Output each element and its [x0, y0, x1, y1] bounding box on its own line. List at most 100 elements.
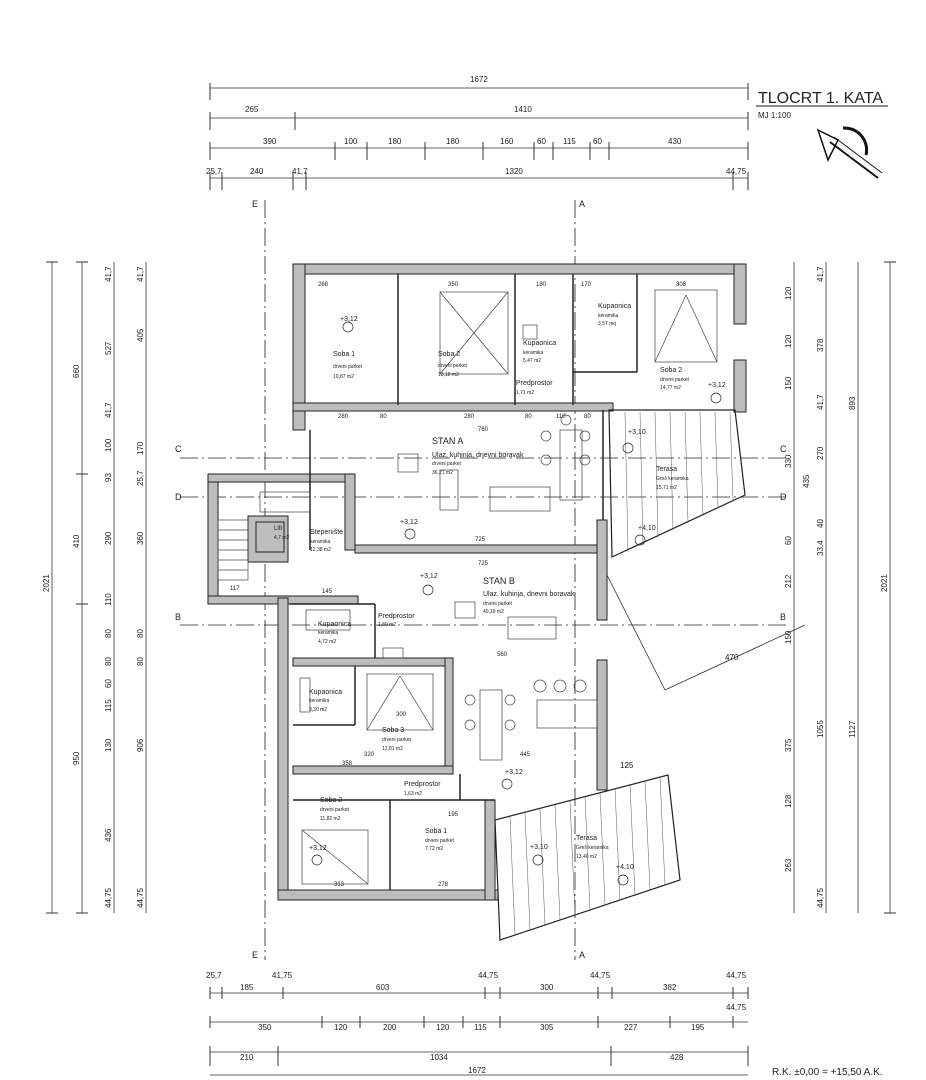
room-18-area: 7,72 m2 [425, 846, 443, 852]
room-2-area: 13,18 m2 [438, 372, 459, 378]
level-marker: +3,10 [622, 429, 646, 454]
dim-bot-r1-1: 41,75 [272, 971, 293, 980]
dim-right-c3-3: 270 [816, 446, 825, 460]
dim-right-c2-1: 1127 [848, 720, 857, 738]
dim-bot-r4-2: 428 [670, 1053, 684, 1062]
room-3-floor: keramika [523, 350, 544, 356]
dim-top-r3-1: 100 [344, 137, 358, 146]
dim-right-c4-6: 212 [784, 574, 793, 588]
dim-left-c3-13: 436 [104, 828, 113, 842]
room-5-floor: drveni parket [660, 377, 690, 383]
room-19-area: 13,40 m2 [576, 854, 597, 860]
svg-text:+3,12: +3,12 [309, 845, 327, 852]
dim-top-r3-0: 390 [263, 137, 277, 146]
dim-right-c4-8: 375 [784, 738, 793, 752]
dim-left-c3-2: 41,7 [104, 402, 113, 418]
svg-text:+4,10: +4,10 [638, 525, 656, 532]
room-12-name: Kupaonica [318, 621, 351, 628]
inner-dim: 125 [620, 761, 634, 770]
dim-right-c4-5: 60 [784, 536, 793, 545]
room-9-area: 12,38 m2 [310, 547, 331, 553]
unit-b-label: STAN B [483, 576, 515, 586]
room-2-floor: drveni parket [438, 363, 468, 369]
inner-dim: 145 [322, 589, 333, 595]
dim-left-c3-8: 110 [104, 593, 113, 606]
inner-dim: 320 [364, 752, 375, 758]
dim-left-c3-12: 130 [104, 738, 113, 752]
level-marker: +4,10 [634, 525, 656, 546]
inner-dim: 278 [438, 882, 449, 888]
dim-top-r3-7: 60 [593, 137, 602, 146]
dim-bot-r4-1: 1034 [430, 1053, 448, 1062]
room-3-area: 5,47 m2 [523, 358, 541, 364]
dim-top-r2-1: 1410 [514, 105, 532, 114]
axis-label-b-left: B [175, 612, 181, 622]
dim-top-r3-2: 180 [388, 137, 402, 146]
svg-text:+3,12: +3,12 [708, 382, 726, 389]
room-15-floor: drveni parket [382, 737, 412, 743]
room-10-area: 4,7 m2 [274, 535, 290, 541]
svg-text:+3,12: +3,12 [505, 769, 523, 776]
room-4-floor: keramika [598, 313, 619, 319]
inner-dim: 300 [396, 712, 407, 718]
dim-bot-r1-4: 44,75 [726, 971, 747, 980]
dim-top-r4-4: 44,75 [726, 167, 747, 176]
inner-dim: 80 [584, 414, 591, 420]
room-16-name: Predprostor [404, 781, 441, 788]
room-7-area: 36,21 m2 [432, 470, 453, 476]
left-dimensions: 2021 660 410 950 41,7 527 41,7 100 93 29… [42, 261, 147, 914]
level-marker: +3,12 [309, 845, 327, 866]
level-marker: +3,12 [420, 573, 438, 596]
level-marker: +3,10 [530, 844, 548, 866]
axis-label-e-top: E [252, 199, 258, 209]
axis-label-e-bottom: E [252, 950, 258, 960]
right-dimensions: 2021 893 1127 41,7 378 41,7 270 40 33,4 … [784, 261, 896, 914]
dim-right-c3-4: 40 [816, 519, 825, 528]
lift-shaft [255, 521, 285, 553]
unit-a-label: STAN A [432, 436, 463, 446]
dim-left-c4-1: 405 [136, 328, 145, 342]
dim-top-r4-3: 1320 [505, 167, 523, 176]
level-marker: +4,10 [616, 864, 634, 886]
dim-top-r3-8: 430 [668, 137, 682, 146]
dim-left-c3-3: 100 [104, 438, 113, 452]
room-19-floor: Greš keramika [576, 845, 609, 851]
axis-label-b-right: B [780, 612, 786, 622]
dim-top-r3-5: 60 [537, 137, 546, 146]
dim-bot-r1-2: 44,75 [478, 971, 499, 980]
room-12-area: 4,72 m2 [318, 639, 336, 645]
dim-right-c2-0: 893 [848, 396, 857, 410]
dim-right-c4-3: 330 [784, 454, 793, 468]
dim-bot-r3-1: 120 [334, 1023, 348, 1032]
dim-left-total: 2021 [42, 574, 51, 592]
exterior-walls [207, 263, 747, 901]
axis-label-d-left: D [175, 492, 182, 502]
dim-right-c4-7: 150 [784, 630, 793, 644]
svg-text:+3,12: +3,12 [400, 519, 418, 526]
dim-bot-r2-0: 185 [240, 983, 254, 992]
room-4-name: Kupaonica [598, 303, 631, 310]
room-9-floor: keramika [310, 539, 331, 545]
room-3-name: Kupaonica [523, 340, 556, 347]
room-5-area: 14,77 m2 [660, 385, 681, 391]
dim-top-r4-2: 41,7 [292, 167, 308, 176]
dim-top-r3-3: 180 [446, 137, 460, 146]
inner-dim: 445 [520, 752, 531, 758]
dim-right-c4-10: 263 [784, 858, 793, 872]
dim-left-c3-10: 60 [104, 679, 113, 688]
dim-bot-r2-3: 382 [663, 983, 677, 992]
room-1-name: Soba 1 [333, 351, 355, 358]
dim-left-c4-7: 906 [136, 738, 145, 752]
dim-right-total: 2021 [880, 574, 889, 592]
room-labels: Soba 1 drveni parket 10,87 m2 Soba 2 drv… [274, 303, 690, 860]
inner-dim: 725 [475, 537, 486, 543]
dim-bot-r3-0: 350 [258, 1023, 272, 1032]
terrace-b [494, 774, 681, 941]
room-1-area: 10,87 m2 [333, 374, 354, 380]
inner-dim: 280 [464, 414, 475, 420]
bottom-dimensions: 25,7 41,75 44,75 44,75 44,75 185 603 300… [206, 971, 749, 1076]
dim-left-c3-1: 527 [104, 341, 113, 355]
dim-bot-r1-0: 25,7 [206, 971, 222, 980]
dim-right-c4-2: 150 [784, 376, 793, 390]
